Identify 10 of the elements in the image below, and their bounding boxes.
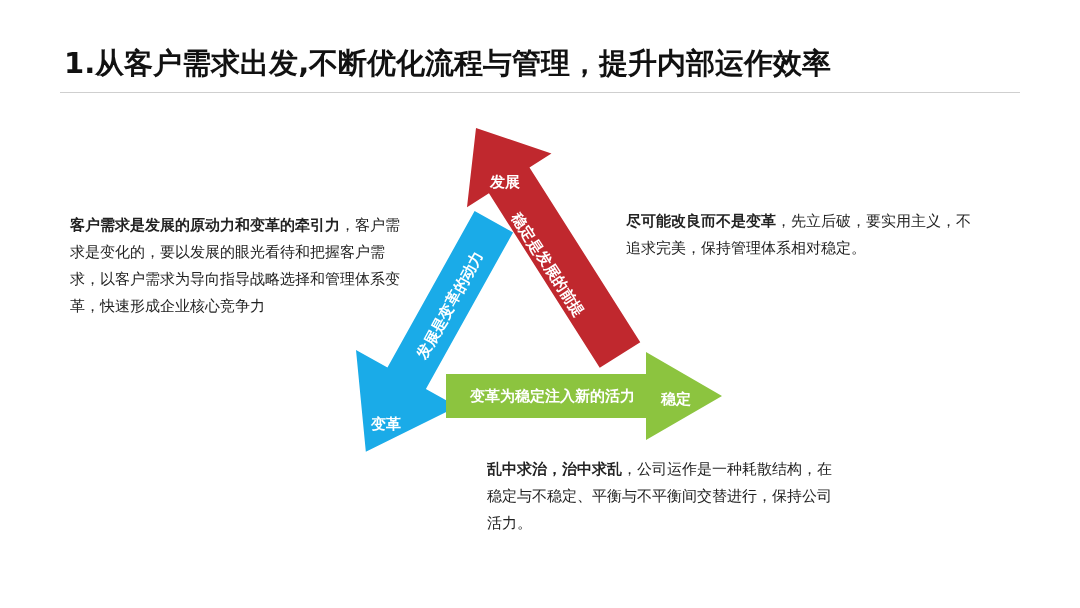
arrow-label: 变革为稳定注入新的活力 — [469, 387, 635, 405]
arrow-label: 发展是变革的动力 — [413, 248, 487, 362]
arrow-label: 稳定是发展的前提 — [507, 209, 589, 321]
paragraph: 尽可能改良而不是变革，先立后破，要实用主义，不追求完美，保持管理体系相对稳定。 — [626, 212, 972, 258]
paragraph: 客户需求是发展的原动力和变革的牵引力，客户需求是变化的，要以发展的眼光看待和把握客户需求，以客户需求为导向指导战略选择和管理体系变革，快速形成企业核心竞争力 — [70, 216, 401, 316]
arrow-head-label: 发展 — [490, 173, 520, 191]
paragraph: 乱中求治，治中求乱，公司运作是一种耗散结构，在稳定与不稳定、平衡与不平衡间交替进行，保持公司活力。 — [487, 460, 832, 533]
title: 1.从客户需求出发,不断优化流程与管理，提升内部运作效率 — [64, 45, 832, 82]
arrow-head-label: 变革 — [371, 415, 401, 433]
arrow-head-label: 稳定 — [661, 390, 691, 408]
